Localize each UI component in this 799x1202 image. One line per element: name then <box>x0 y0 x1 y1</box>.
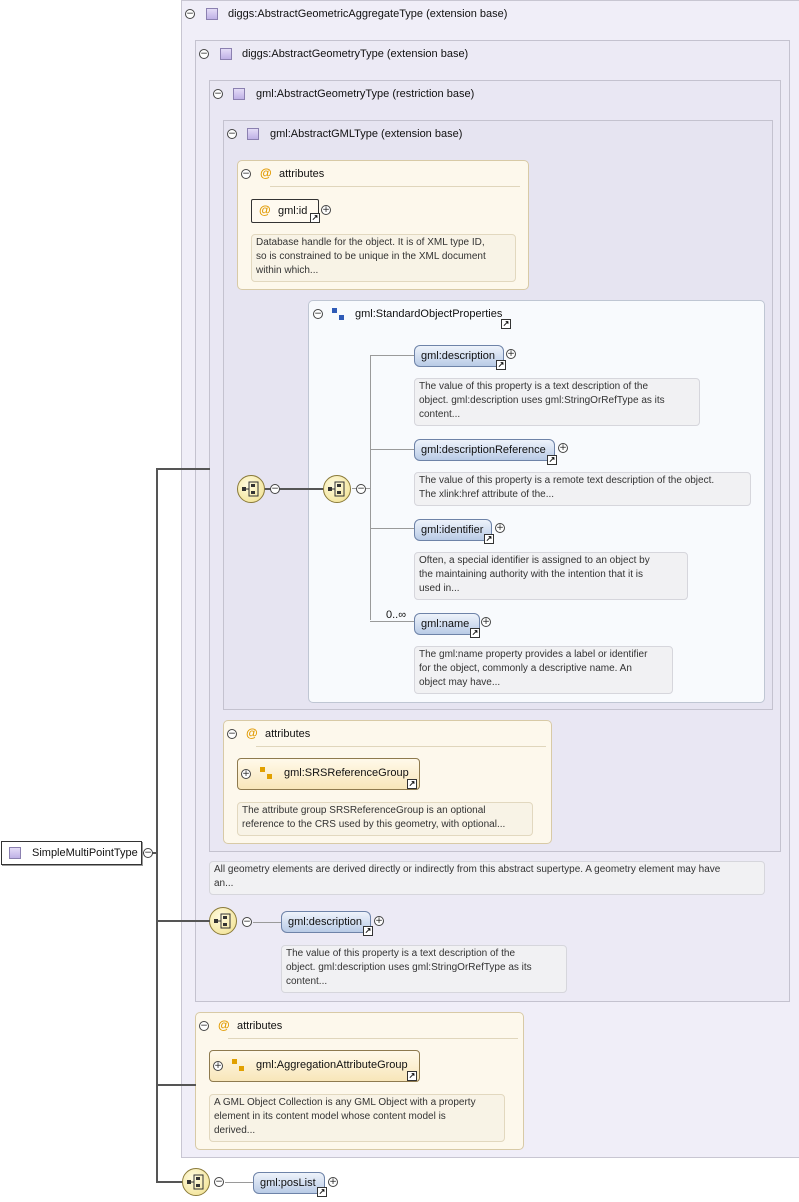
collapse-toggle[interactable]: − <box>241 169 251 179</box>
collapse-toggle[interactable]: − <box>199 1021 209 1031</box>
element-gml-identifier[interactable]: gml:identifier <box>414 519 492 541</box>
group-title: gml:StandardObjectProperties <box>355 308 503 320</box>
sequence-compositor-icon[interactable] <box>209 907 237 935</box>
attributes-title: attributes <box>265 728 311 740</box>
group-icon <box>332 308 344 320</box>
sequence-compositor-icon[interactable] <box>323 475 351 503</box>
expand-toggle[interactable]: + <box>495 523 505 533</box>
complex-type-icon <box>247 128 259 140</box>
collapse-toggle[interactable]: − <box>214 1177 224 1187</box>
link-arrow-icon[interactable]: ↗ <box>496 360 506 370</box>
documentation: The attribute group SRSReferenceGroup is… <box>237 802 533 836</box>
link-arrow-icon[interactable]: ↗ <box>547 455 557 465</box>
collapse-toggle[interactable]: − <box>313 309 323 319</box>
complex-type-icon <box>206 8 218 20</box>
collapse-toggle[interactable]: − <box>199 49 209 59</box>
connector <box>156 920 210 922</box>
element-gml-poslist[interactable]: gml:posList <box>253 1172 325 1194</box>
element-gml-description[interactable]: gml:description <box>414 345 504 367</box>
attributes-title: attributes <box>279 168 325 180</box>
collapse-toggle[interactable]: − <box>213 89 223 99</box>
documentation: Often, a special identifier is assigned … <box>414 552 688 600</box>
documentation: A GML Object Collection is any GML Objec… <box>209 1094 505 1142</box>
attribute-group-icon <box>232 1059 244 1071</box>
attribute-group-label: gml:AggregationAttributeGroup <box>256 1059 408 1071</box>
collapse-toggle[interactable]: − <box>356 484 366 494</box>
attribute-group-aggregation[interactable] <box>209 1050 420 1082</box>
box-title: gml:AbstractGeometryType (restriction ba… <box>256 88 475 100</box>
element-gml-name[interactable]: gml:name <box>414 613 480 635</box>
sequence-compositor-icon[interactable] <box>237 475 265 503</box>
attribute-gml-id[interactable]: gml:id <box>251 199 319 223</box>
complex-type-icon <box>233 88 245 100</box>
box-title: gml:AbstractGMLType (extension base) <box>270 128 463 140</box>
complex-type-icon <box>9 847 21 859</box>
link-arrow-icon[interactable]: ↗ <box>407 1071 417 1081</box>
sequence-compositor-icon[interactable] <box>182 1168 210 1196</box>
box-title: diggs:AbstractGeometryType (extension ba… <box>242 48 469 60</box>
at-icon: @ <box>246 726 258 740</box>
link-arrow-icon[interactable]: ↗ <box>310 213 320 223</box>
expand-toggle[interactable]: + <box>481 617 491 627</box>
attribute-group-label: gml:SRSReferenceGroup <box>284 767 409 779</box>
at-icon: @ <box>260 166 272 180</box>
expand-toggle[interactable]: + <box>321 205 331 215</box>
connector <box>156 1084 196 1086</box>
link-arrow-icon[interactable]: ↗ <box>470 628 480 638</box>
collapse-toggle[interactable]: − <box>270 484 280 494</box>
expand-toggle[interactable]: + <box>213 1061 223 1071</box>
attributes-title: attributes <box>237 1020 283 1032</box>
collapse-toggle[interactable]: − <box>227 129 237 139</box>
root-type-label: SimpleMultiPointType <box>32 847 138 859</box>
expand-toggle[interactable]: + <box>558 443 568 453</box>
collapse-toggle[interactable]: − <box>242 917 252 927</box>
documentation-gml-id: Database handle for the object. It is of… <box>251 234 516 282</box>
expand-toggle[interactable]: + <box>241 769 251 779</box>
collapse-toggle[interactable]: − <box>143 848 153 858</box>
link-arrow-icon[interactable]: ↗ <box>407 779 417 789</box>
documentation: The value of this property is a text des… <box>281 945 567 993</box>
at-icon: @ <box>218 1018 230 1032</box>
documentation: The gml:name property provides a label o… <box>414 646 673 694</box>
expand-toggle[interactable]: + <box>328 1177 338 1187</box>
collapse-toggle[interactable]: − <box>227 729 237 739</box>
attribute-group-icon <box>260 767 272 779</box>
documentation: The value of this property is a text des… <box>414 378 700 426</box>
attribute-label: gml:id <box>278 205 308 217</box>
documentation: The value of this property is a remote t… <box>414 472 751 506</box>
box-title: diggs:AbstractGeometricAggregateType (ex… <box>228 8 508 20</box>
element-gml-description[interactable]: gml:description <box>281 911 371 933</box>
root-type-box[interactable] <box>1 841 142 865</box>
expand-toggle[interactable]: + <box>506 349 516 359</box>
at-icon: @ <box>259 203 271 217</box>
connector <box>156 468 210 470</box>
link-arrow-icon[interactable]: ↗ <box>363 926 373 936</box>
connector <box>156 468 158 1182</box>
collapse-toggle[interactable]: − <box>185 9 195 19</box>
complex-type-icon <box>220 48 232 60</box>
documentation-abstract-geometry: All geometry elements are derived direct… <box>209 861 765 895</box>
link-arrow-icon[interactable]: ↗ <box>484 534 494 544</box>
link-arrow-icon[interactable]: ↗ <box>501 319 511 329</box>
element-gml-description-reference[interactable]: gml:descriptionReference <box>414 439 555 461</box>
cardinality-label: 0..∞ <box>386 609 407 621</box>
connector <box>156 1181 184 1183</box>
link-arrow-icon[interactable]: ↗ <box>317 1187 327 1197</box>
expand-toggle[interactable]: + <box>374 916 384 926</box>
